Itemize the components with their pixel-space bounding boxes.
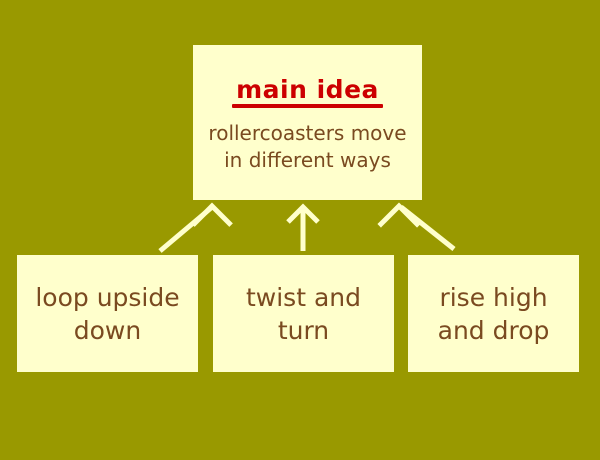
main-idea-body-line-2: in different ways [224, 147, 391, 172]
arrow-left-detail-to-main [158, 202, 233, 253]
detail-box-2-text: twist and turn [240, 281, 367, 347]
arrow-right-detail-to-main [377, 202, 456, 251]
detail-box-1-line-1: loop upside [35, 282, 180, 312]
main-idea-title: main idea [232, 77, 383, 108]
detail-box-1-text: loop upside down [29, 281, 185, 347]
main-idea-body: rollercoasters move in different ways [202, 120, 412, 174]
main-idea-box: main idea rollercoasters move in differe… [193, 45, 422, 200]
detail-box-3-text: rise high and drop [432, 281, 556, 347]
detail-box-2-line-2: turn [277, 315, 330, 345]
detail-box-3-line-2: and drop [437, 315, 550, 345]
detail-box-1-line-2: down [73, 315, 142, 345]
detail-box-3: rise high and drop [408, 255, 579, 372]
arrow-middle-detail-to-main [286, 203, 320, 251]
main-idea-body-line-1: rollercoasters move [208, 120, 407, 145]
detail-box-2-line-1: twist and [245, 282, 361, 312]
detail-box-3-line-1: rise high [439, 282, 548, 312]
detail-box-2: twist and turn [213, 255, 394, 372]
detail-box-1: loop upside down [17, 255, 198, 372]
